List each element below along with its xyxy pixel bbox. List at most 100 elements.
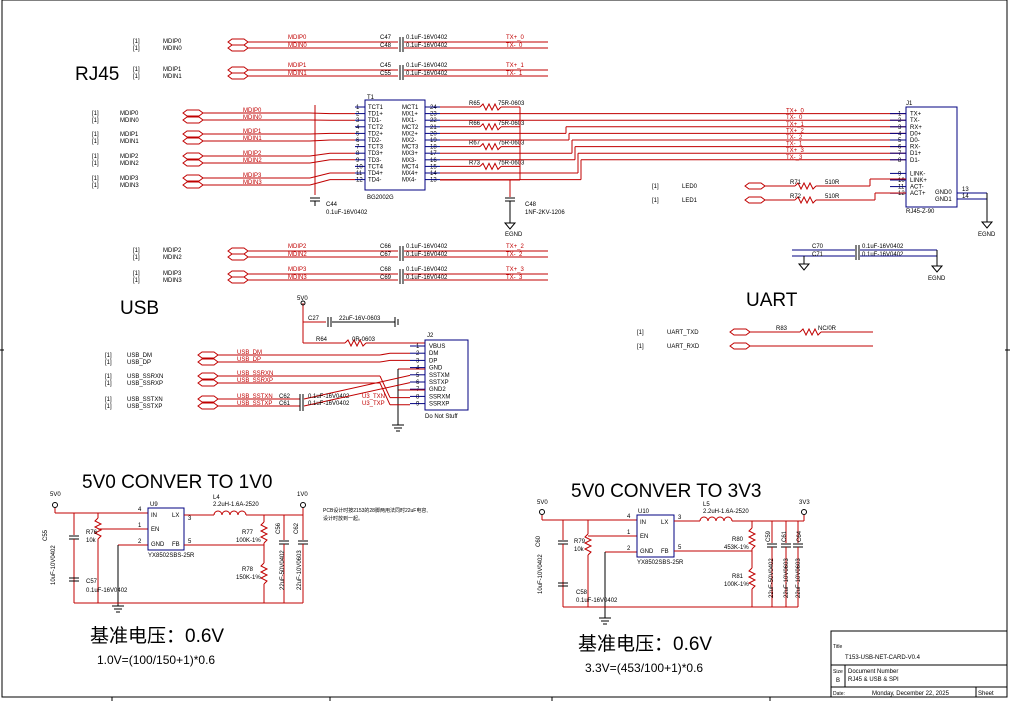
svg-text:C48: C48 — [525, 202, 537, 208]
net-label: MDIN2 — [243, 158, 262, 164]
net-label: USB_SSRXP — [237, 378, 273, 384]
resistor-val: 75R-0603 — [498, 121, 525, 127]
title-block: Title T153-USB-NET-CARD-V0.4 Size B Docu… — [830, 630, 1008, 698]
net-label: USB_SSRXN — [237, 371, 273, 377]
svg-text:LED1: LED1 — [682, 198, 698, 204]
svg-text:T1: T1 — [367, 95, 375, 101]
net-label: TX+_3 — [786, 148, 805, 154]
svg-text:22uF-10V0603: 22uF-10V0603 — [796, 558, 802, 598]
svg-text:UART_TXD: UART_TXD — [667, 330, 699, 336]
j1-gnd-num: 13 — [962, 187, 969, 193]
svg-text:EN: EN — [640, 534, 648, 540]
pcb-note-line-1: PCB设计时按2153的28脚两用法同时22uF电容, — [323, 507, 428, 514]
svg-text:22uF-10V0603: 22uF-10V0603 — [297, 550, 303, 590]
offpage-connector — [182, 152, 204, 160]
page-ref: [1] — [92, 154, 99, 160]
svg-text:C55: C55 — [380, 71, 392, 77]
t1-pin-left: TCT4 — [368, 164, 384, 170]
t1-pin-num-left: 8 — [356, 151, 360, 157]
j1-pin: D1- — [910, 158, 920, 164]
offpage-connector — [182, 174, 204, 182]
svg-text:Size: Size — [833, 669, 843, 675]
t1-pin-left: TCT1 — [368, 105, 384, 111]
svg-text:L5: L5 — [703, 502, 710, 508]
svg-text:0.1uF-16V0402: 0.1uF-16V0402 — [862, 252, 904, 258]
svg-text:Sheet: Sheet — [978, 691, 994, 697]
wire — [309, 139, 331, 142]
svg-text:1NF-2KV-1206: 1NF-2KV-1206 — [525, 210, 565, 216]
svg-text:3V3: 3V3 — [799, 500, 810, 506]
t1-pin-left: TD1+ — [368, 112, 383, 118]
svg-text:1: 1 — [138, 523, 142, 529]
net-label: MDIN3 — [120, 183, 139, 189]
svg-text:C47: C47 — [380, 35, 392, 41]
svg-text:C56: C56 — [276, 522, 282, 534]
svg-text:C70: C70 — [812, 244, 824, 250]
j1-pin: D0- — [910, 138, 920, 144]
offpage-connector — [182, 109, 204, 117]
usb-section: 5V0 C27 22uF-16V-0603 R64 0R-0603 J2 Do … — [297, 296, 469, 432]
svg-text:510R: 510R — [825, 194, 840, 200]
section-title-usb: USB — [120, 298, 159, 319]
j1-pin-num: 8 — [898, 158, 902, 164]
net-label: USB_SSTXN — [237, 394, 273, 400]
offpage-connector — [182, 130, 204, 138]
offpage-connector — [197, 351, 219, 359]
usb-net-tag: USB_DP — [127, 360, 151, 366]
svg-text:0.1uF-16V0402: 0.1uF-16V0402 — [406, 275, 448, 281]
resistor-val: 75R-0603 — [498, 160, 525, 166]
c48-cap: C48 1NF-2KV-1206 EGND — [503, 180, 565, 238]
j2-pin: SSTXP — [429, 380, 449, 386]
svg-text:MDIN2: MDIN2 — [288, 252, 307, 258]
svg-text:TX+_1: TX+_1 — [506, 63, 525, 69]
svg-text:MDIN3: MDIN3 — [288, 275, 307, 281]
svg-text:C27: C27 — [308, 316, 320, 322]
svg-text:[1]: [1] — [133, 74, 140, 80]
section-title-conv-3v3: 5V0 CONVER TO 3V3 — [571, 481, 761, 502]
t1-pin-num-right: 13 — [430, 178, 437, 184]
svg-text:5V0: 5V0 — [537, 500, 548, 506]
section-title-rj45: RJ45 — [75, 64, 119, 85]
wire — [309, 159, 331, 164]
svg-text:R72: R72 — [790, 194, 802, 200]
svg-text:0.1uF-16V0402: 0.1uF-16V0402 — [406, 63, 448, 69]
j1-pin-num: 10 — [898, 178, 905, 184]
svg-text:4: 4 — [627, 514, 631, 520]
t1-pin-num-left: 3 — [356, 118, 360, 124]
svg-text:0.1uF-16V0402: 0.1uF-16V0402 — [326, 210, 368, 216]
wire — [309, 172, 331, 179]
t1-pin-num-left: 9 — [356, 158, 360, 164]
net-label: MDIN2 — [120, 161, 139, 167]
svg-text:EN: EN — [151, 527, 159, 533]
svg-text:[1]: [1] — [133, 278, 140, 284]
formula-1: 1.0V=(100/150+1)*0.6 — [97, 653, 215, 667]
svg-text:5: 5 — [678, 545, 682, 551]
svg-text:0.1uF-16V0402: 0.1uF-16V0402 — [406, 252, 448, 258]
svg-text:2: 2 — [138, 539, 142, 545]
svg-text:EGND: EGND — [978, 232, 996, 238]
svg-text:MDIN0: MDIN0 — [288, 43, 307, 49]
svg-text:C60: C60 — [536, 535, 542, 547]
j1-pin-num: 12 — [898, 191, 905, 197]
j1-pin: ACT- — [910, 185, 924, 191]
t1-pin-num-left: 7 — [356, 145, 360, 151]
t1-pin-right: MCT3 — [402, 145, 419, 151]
j1-gnd-pin: GND1 — [935, 197, 952, 203]
net-label: MDIN0 — [243, 115, 262, 121]
svg-text:Date:: Date: — [833, 691, 845, 697]
svg-text:2.2uH-1.6A-2520: 2.2uH-1.6A-2520 — [703, 509, 749, 515]
j2-pin-num: 1 — [416, 344, 420, 350]
j2-pin: GND2 — [429, 387, 446, 393]
svg-text:EGND: EGND — [928, 276, 946, 282]
t1-pin-left: TD2- — [368, 138, 381, 144]
svg-text:10uF-10V0402: 10uF-10V0402 — [51, 545, 57, 585]
svg-text:FB: FB — [172, 542, 180, 548]
offpage-connector — [182, 137, 204, 145]
top-cap-group-0: [1] [1] MDIP0 MDIN0 MDIP0 MDIN0 C47 C48 … — [133, 35, 548, 52]
svg-text:[1]: [1] — [133, 248, 140, 254]
j1-pin-num: 2 — [898, 118, 902, 124]
svg-text:C57: C57 — [86, 579, 98, 585]
net-label: TX-_3 — [786, 155, 803, 161]
page-ref: [1] — [92, 118, 99, 124]
